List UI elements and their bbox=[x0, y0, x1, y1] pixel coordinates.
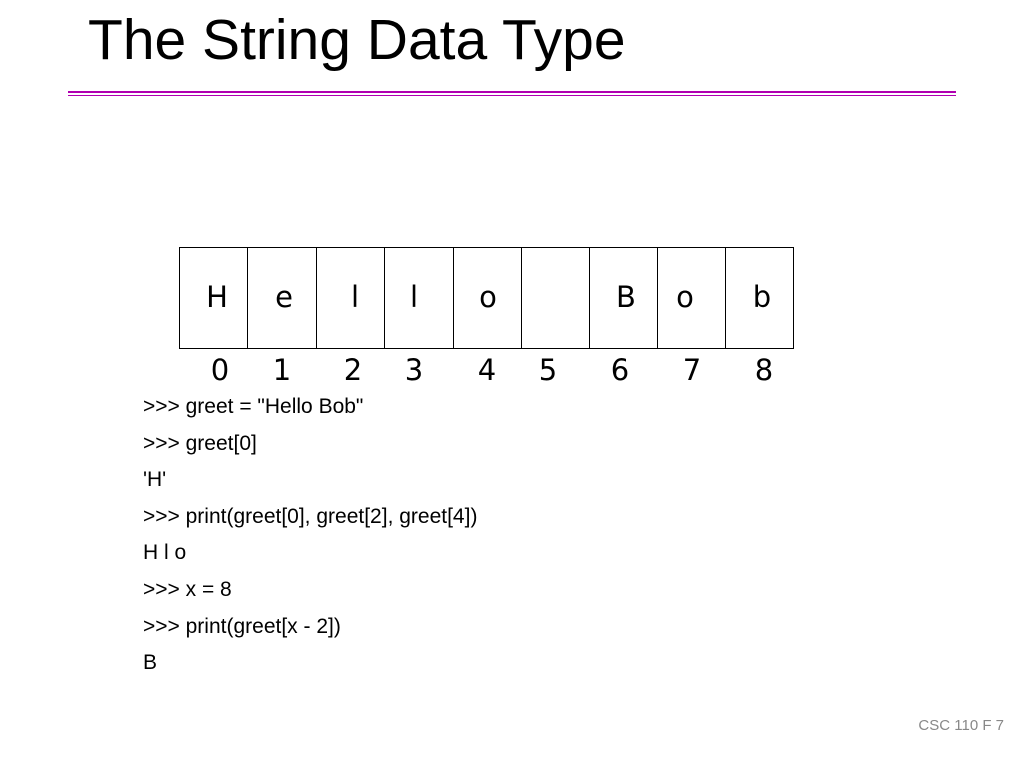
code-line: >>> greet[0] bbox=[143, 432, 257, 455]
cell-divider bbox=[521, 248, 522, 348]
string-char-5 bbox=[549, 277, 558, 317]
cell-divider bbox=[725, 248, 726, 348]
slide-title: The String Data Type bbox=[88, 8, 626, 72]
slide-footer: CSC 110 F 7 bbox=[918, 717, 1004, 734]
string-char-6: B bbox=[616, 280, 636, 314]
string-char-2: l bbox=[350, 280, 360, 314]
string-index-2: 2 bbox=[343, 353, 363, 387]
string-char-8: b bbox=[752, 280, 772, 314]
cell-divider bbox=[316, 248, 317, 348]
string-index-4: 4 bbox=[477, 353, 497, 387]
cell-divider bbox=[453, 248, 454, 348]
code-line: B bbox=[143, 651, 158, 674]
cell-divider bbox=[657, 248, 658, 348]
code-line: H l o bbox=[143, 541, 187, 564]
string-char-0: H bbox=[206, 280, 228, 314]
string-char-7: o bbox=[676, 280, 694, 314]
string-cells-box bbox=[179, 247, 794, 349]
string-index-5: 5 bbox=[538, 353, 558, 387]
string-index-8: 8 bbox=[754, 353, 774, 387]
string-index-1: 1 bbox=[272, 353, 292, 387]
string-char-4: o bbox=[479, 280, 497, 314]
string-char-1: e bbox=[275, 280, 293, 314]
cell-divider bbox=[384, 248, 385, 348]
string-index-0: 0 bbox=[210, 353, 230, 387]
code-line: >>> print(greet[x - 2]) bbox=[143, 615, 341, 638]
code-line: >>> greet = "Hello Bob" bbox=[143, 395, 364, 418]
cell-divider bbox=[247, 248, 248, 348]
code-line: 'H' bbox=[143, 468, 167, 491]
string-index-7: 7 bbox=[682, 353, 702, 387]
string-char-3: l bbox=[409, 280, 419, 314]
title-rule-top bbox=[68, 91, 956, 93]
cell-divider bbox=[589, 248, 590, 348]
title-rule-bottom bbox=[68, 95, 956, 96]
string-index-6: 6 bbox=[610, 353, 630, 387]
string-index-3: 3 bbox=[404, 353, 424, 387]
code-line: >>> x = 8 bbox=[143, 578, 232, 601]
code-line: >>> print(greet[0], greet[2], greet[4]) bbox=[143, 505, 478, 528]
